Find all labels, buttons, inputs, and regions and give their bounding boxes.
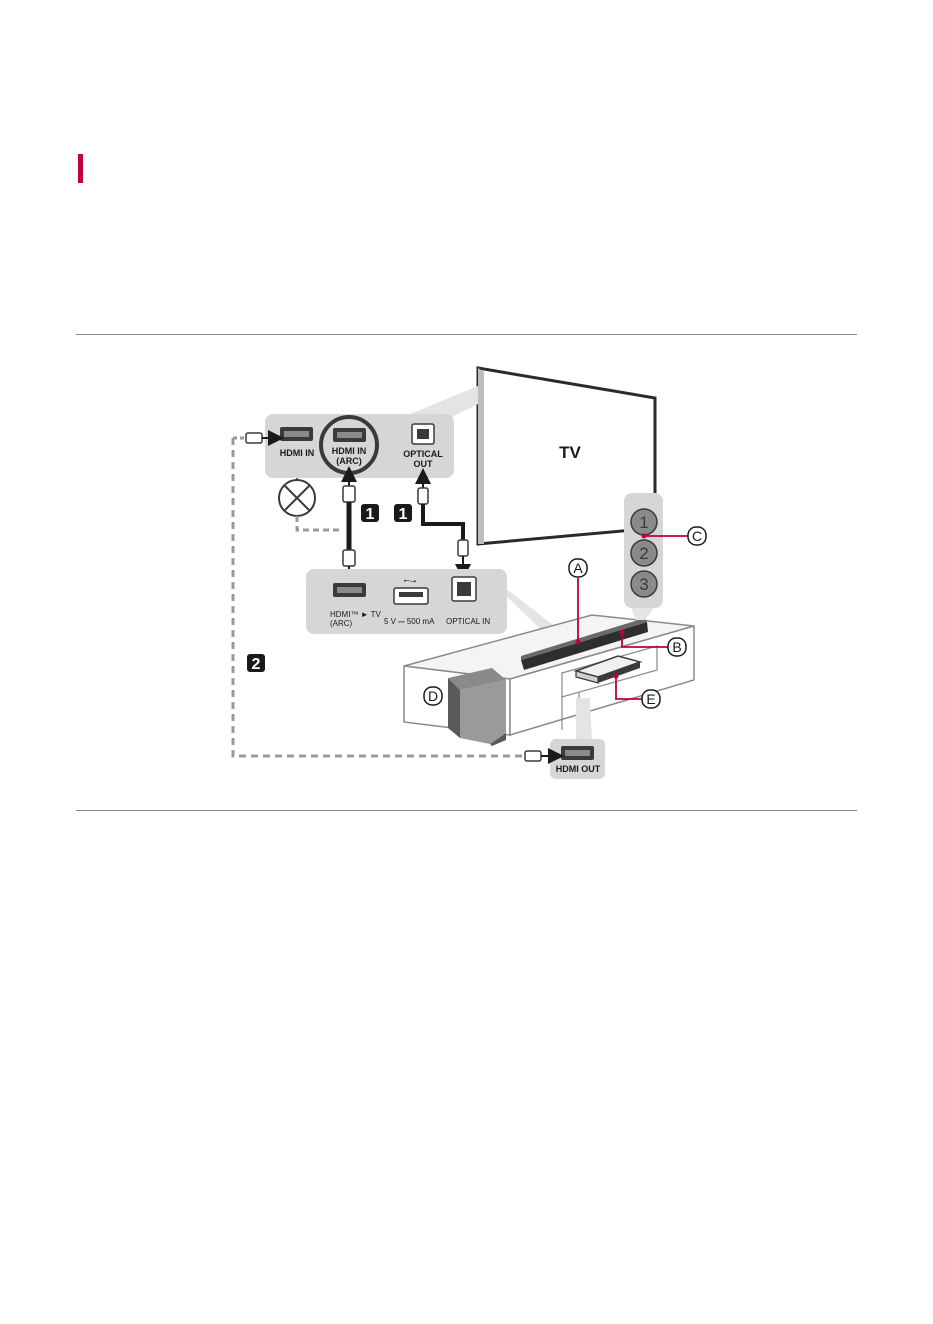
device-hdmi-out-label: HDMI OUT	[556, 764, 601, 774]
tv-optical-out-label-1: OPTICAL	[403, 449, 443, 459]
svg-text:A: A	[573, 560, 583, 576]
svg-text:B: B	[672, 639, 681, 655]
channel-1-indicator: 1	[631, 509, 657, 535]
svg-text:1: 1	[639, 513, 648, 532]
usb-rating-label: 5 V ⎓ 500 mA	[384, 617, 435, 626]
soundbar-hdmi-label-1: HDMI™ ► TV	[330, 610, 382, 619]
tv-label: TV	[559, 443, 581, 462]
tv-zoom-wedge	[405, 386, 478, 418]
svg-text:3: 3	[639, 575, 648, 594]
callout-e: E	[642, 690, 660, 708]
channel-3-indicator: 3	[631, 571, 657, 597]
device-zoom-wedge	[576, 698, 592, 742]
svg-text:1: 1	[399, 506, 408, 523]
channel-panel: 1 2 3	[624, 493, 663, 620]
step1-optical-cable	[418, 476, 468, 572]
soundbar-port-panel: HDMI™ ► TV (ARC) ⭠⭢ 5 V ⎓ 500 mA OPTICAL…	[306, 569, 507, 634]
callout-d: D	[424, 687, 442, 705]
step1-hdmi-cable	[343, 474, 355, 580]
channel-2-indicator: 2	[631, 540, 657, 566]
optical-in-label: OPTICAL IN	[446, 617, 490, 626]
tv-hdmi-arc-label-2: (ARC)	[336, 456, 362, 466]
svg-text:1: 1	[366, 506, 375, 523]
tv-hdmi-in-label: HDMI IN	[280, 448, 315, 458]
tv-port-panel: HDMI IN HDMI IN (ARC) OPTICAL OUT	[265, 414, 454, 478]
svg-text:E: E	[646, 691, 655, 707]
svg-text:2: 2	[639, 544, 648, 563]
callout-a: A	[569, 559, 587, 577]
step2-badge: 2	[247, 654, 265, 673]
callout-b: B	[668, 638, 686, 656]
svg-text:D: D	[428, 688, 438, 704]
tv-optical-out-label-2: OUT	[414, 459, 434, 469]
step1-badge-hdmi: 1	[361, 504, 379, 523]
svg-text:C: C	[692, 528, 702, 544]
svg-text:2: 2	[252, 656, 261, 673]
callout-c: C	[688, 527, 706, 545]
tv-hdmi-arc-label-1: HDMI IN	[332, 446, 367, 456]
device-hdmi-out-panel: HDMI OUT	[550, 739, 605, 779]
subwoofer	[448, 668, 506, 746]
prohibited-icon	[279, 476, 315, 516]
step1-badge-optical: 1	[394, 504, 412, 523]
soundbar-hdmi-label-2: (ARC)	[330, 619, 353, 628]
usb-icon: ⭠⭢	[404, 576, 417, 585]
prohibited-dashed-path	[297, 516, 340, 530]
